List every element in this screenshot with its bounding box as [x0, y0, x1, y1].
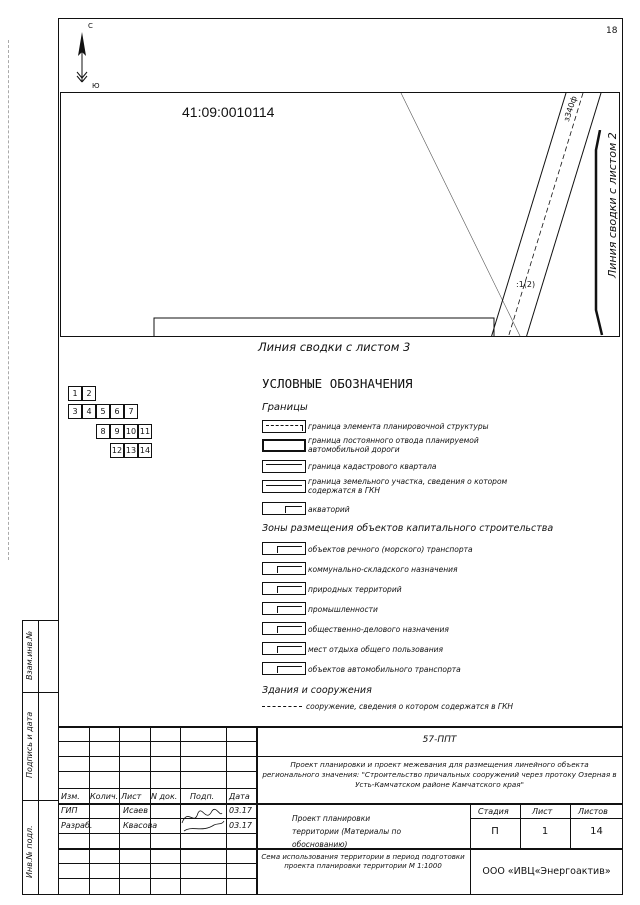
tb-header: Лист	[121, 792, 142, 801]
legend-item: граница элемента планировочной структуры	[308, 422, 489, 431]
swatch-water-area	[262, 502, 306, 515]
grid-cell: 1	[68, 386, 82, 401]
match-line-right-label: Линия сводки с листом 2	[606, 132, 619, 278]
swatch-zone	[262, 662, 306, 675]
side-stamp-podpis: Подпись и дата	[25, 711, 34, 778]
swatch-cadastral-block	[262, 460, 306, 473]
swatch-structure	[262, 706, 302, 707]
grid-cell: 6	[110, 404, 124, 419]
legend-item: объектов речного (морского) транспорта	[308, 545, 473, 554]
tb-sheets-label: Листов	[578, 807, 608, 816]
grid-cell: 2	[82, 386, 96, 401]
legend-buildings-heading: Здания и сооружения	[262, 685, 372, 696]
legend-item: сооружение, сведения о котором содержатс…	[306, 702, 514, 711]
binding-margin	[8, 40, 11, 560]
swatch-zone	[262, 562, 306, 575]
tb-sheet-label: Лист	[532, 807, 553, 816]
tb-name: Квасова	[123, 821, 158, 830]
tb-role: Разраб.	[61, 821, 93, 830]
legend-zones-heading: Зоны размещения объектов капитального ст…	[262, 523, 554, 534]
legend-item: граница земельного участка, сведения о к…	[308, 477, 508, 495]
signature-image	[181, 808, 225, 832]
legend-boundaries-heading: Границы	[262, 402, 308, 413]
legend-item: граница кадастрового квартала	[308, 462, 437, 471]
swatch-zone	[262, 542, 306, 555]
grid-cell: 8	[96, 424, 110, 439]
grid-cell: 13	[124, 443, 138, 458]
grid-cell: 4	[82, 404, 96, 419]
swatch-road-allotment	[262, 439, 306, 452]
swatch-zone	[262, 622, 306, 635]
legend-item: коммунально-складского назначения	[308, 565, 458, 574]
tb-header: Колич.	[90, 792, 119, 801]
tb-header: Дата	[229, 792, 250, 801]
grid-cell: 3	[68, 404, 82, 419]
grid-cell: 5	[96, 404, 110, 419]
swatch-planning-element	[262, 420, 306, 433]
drawing-sheet	[58, 18, 623, 895]
legend-item: объектов автомобильного транспорта	[308, 665, 461, 674]
swatch-zone	[262, 582, 306, 595]
north-arrow-icon	[76, 32, 88, 83]
legend-title: УСЛОВНЫЕ ОБОЗНАЧЕНИЯ	[262, 376, 413, 391]
tb-code: 57-ППТ	[422, 735, 457, 745]
tb-project-title: Проект планировки и проект межевания для…	[262, 760, 617, 789]
tb-header: Изм.	[61, 792, 80, 801]
tb-stage: П	[491, 826, 499, 837]
map-linework	[153, 93, 602, 336]
tb-sheet: 1	[541, 826, 549, 837]
swatch-zone	[262, 602, 306, 615]
tb-stage-label: Стадия	[478, 807, 509, 816]
tb-header: Подп.	[190, 792, 215, 801]
grid-cell: 14	[138, 443, 152, 458]
legend-item: общественно-делового назначения	[308, 625, 449, 634]
tb-header: N док.	[151, 792, 178, 801]
side-stamp-inv: Инв.№ подл.	[25, 825, 34, 878]
grid-cell: 7	[124, 404, 138, 419]
legend-item: мест отдыха общего пользования	[308, 645, 444, 654]
tb-name: Исаев	[123, 806, 148, 815]
tb-doc-title: Проект планировки территории (Материалы …	[292, 814, 402, 849]
south-label: Ю	[92, 82, 100, 90]
grid-cell: 11	[138, 424, 152, 439]
swatch-zone	[262, 642, 306, 655]
tb-role: ГИП	[61, 806, 78, 815]
cadastral-block-label: 41:09:0010114	[182, 104, 275, 120]
match-line-right-stroke	[594, 130, 604, 336]
tb-date: 03.17	[229, 806, 252, 815]
page-number: 18	[606, 26, 618, 36]
side-stamp	[22, 620, 59, 895]
grid-cell: 12	[110, 443, 124, 458]
legend-item: природных территорий	[308, 585, 402, 594]
north-label: С	[88, 22, 93, 30]
tb-drawing-title: Сема использования территории в период п…	[261, 853, 465, 870]
grid-cell: 9	[110, 424, 124, 439]
side-stamp-vzam: Взам.инв.№	[25, 630, 34, 680]
match-line-bottom-label: Линия сводки с листом 3	[258, 340, 411, 354]
grid-cell: 10	[124, 424, 138, 439]
legend-item: граница постоянного отвода планируемой а…	[308, 436, 479, 454]
tb-sheets: 14	[590, 826, 603, 837]
legend-item: акваторий	[308, 505, 350, 514]
map-area	[60, 92, 620, 337]
parcel-label: :1(2)	[516, 280, 536, 289]
legend-item: промышленности	[308, 605, 378, 614]
swatch-land-parcel	[262, 480, 306, 493]
tb-date: 03.17	[229, 821, 252, 830]
tb-organization: ООО «ИВЦ«Энергоактив»	[482, 866, 611, 877]
